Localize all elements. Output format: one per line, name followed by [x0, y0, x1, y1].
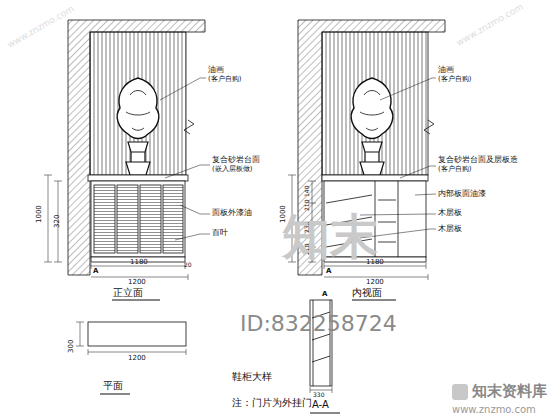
watermark-url: www.znzmo.com	[455, 2, 525, 48]
part-label: 油画	[438, 66, 454, 74]
watermark-logo: 知末资料库	[472, 384, 547, 399]
part-label: 内部板面油漆	[438, 190, 486, 198]
dimension: 320	[54, 215, 61, 228]
part-label: 复合砂岩台面	[212, 156, 260, 164]
dimension: 1200	[128, 279, 146, 286]
section-mark: A	[322, 291, 327, 298]
watermark-url: www.znzmo.com	[452, 405, 536, 415]
watermark-id: ID:832258724	[240, 313, 397, 335]
section-mark: A	[93, 268, 98, 275]
dimension: 140	[304, 186, 310, 197]
dimension: 300	[68, 340, 75, 353]
dimension: 20	[184, 262, 192, 268]
dimension: 210	[304, 200, 310, 211]
part-label: 木层板	[438, 209, 462, 217]
part-note: (嵌入层板做)	[212, 166, 252, 173]
view-title: A-A	[312, 400, 329, 410]
drawing-title: 鞋柜大样	[232, 372, 272, 382]
part-label: 面板外漆油	[212, 209, 252, 217]
watermark: 知末	[282, 212, 378, 260]
part-label: 油画	[208, 66, 224, 74]
dimension: 1180	[366, 259, 384, 266]
part-label: 复合砂岩台面及层板造	[438, 156, 518, 164]
view-title: 平面	[103, 381, 123, 391]
watermark-url: www.znzmo.com	[6, 4, 76, 50]
part-note: (客户自购)	[438, 166, 471, 173]
view-title: 正立面	[113, 288, 143, 298]
note: 注：门片为外挂门	[232, 398, 312, 408]
section-mark: A	[326, 268, 331, 275]
part-note: (客户自购)	[438, 76, 471, 83]
part-label: 百叶	[212, 229, 228, 237]
dimension: 1180	[130, 259, 148, 266]
dimension: 1200	[366, 279, 384, 286]
dimension: 1200	[128, 355, 146, 362]
dimension: 1000	[36, 205, 43, 223]
part-label: 木层板	[438, 225, 462, 233]
dimension: 330	[313, 392, 324, 398]
view-title: 内视面	[352, 288, 382, 298]
part-note: (客户自购)	[208, 76, 241, 83]
